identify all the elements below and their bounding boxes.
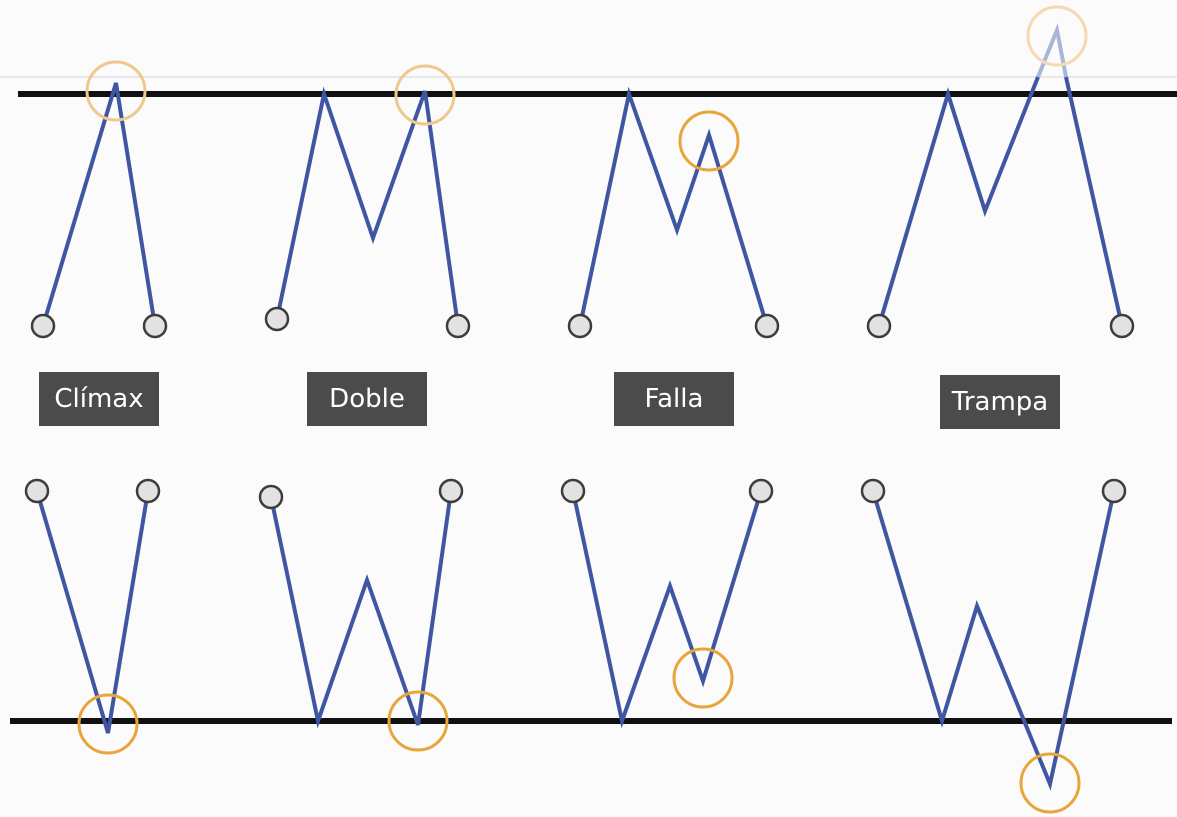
trampa-bottom-zigzag	[871, 490, 1116, 791]
label-climax: Clímax	[54, 384, 144, 414]
falla-top-end-point	[754, 313, 780, 339]
trampa-bottom-highlight	[1019, 752, 1081, 814]
label-box-doble	[307, 372, 427, 426]
doble-bottom-highlight	[387, 690, 449, 752]
doble-top-start-point	[264, 306, 290, 332]
trampa-top-return	[1064, 76, 1124, 327]
trampa-top-highlight	[1026, 5, 1088, 67]
doble-bottom-start-point	[258, 484, 284, 510]
label-doble: Doble	[329, 384, 405, 414]
trampa-top-zigzag	[877, 76, 1040, 327]
climax-top-start-point	[30, 313, 56, 339]
label-box-falla	[614, 372, 734, 426]
doble-top-highlight	[394, 64, 456, 126]
falla-top-zigzag	[578, 86, 769, 327]
doble-bottom-zigzag	[269, 490, 453, 729]
doble-bottom-end-point	[438, 478, 464, 504]
trampa-bottom-start-point	[860, 478, 886, 504]
climax-bottom-end-point	[135, 478, 161, 504]
doble-top-end-point	[445, 313, 471, 339]
label-falla: Falla	[644, 384, 704, 414]
trampa-top-spike	[1036, 22, 1068, 78]
climax-bottom-start-point	[24, 478, 50, 504]
falla-bottom-zigzag	[571, 490, 763, 729]
climax-top-zigzag	[41, 82, 157, 327]
trampa-bottom-end-point	[1101, 478, 1127, 504]
falla-bottom-end-point	[748, 478, 774, 504]
falla-bottom-highlight	[672, 647, 734, 709]
label-box-trampa	[940, 375, 1060, 429]
falla-top-highlight	[678, 110, 740, 172]
climax-top-highlight	[85, 60, 147, 122]
label-trampa: Trampa	[951, 387, 1049, 417]
falla-bottom-start-point	[560, 478, 586, 504]
climax-bottom-highlight	[77, 693, 139, 755]
label-box-climax	[39, 372, 159, 426]
trampa-top-end-point	[1109, 313, 1135, 339]
trampa-top-start-point	[866, 313, 892, 339]
doble-top-zigzag	[275, 86, 460, 327]
climax-top-end-point	[142, 313, 168, 339]
climax-bottom-zigzag	[35, 490, 150, 734]
falla-top-start-point	[567, 313, 593, 339]
